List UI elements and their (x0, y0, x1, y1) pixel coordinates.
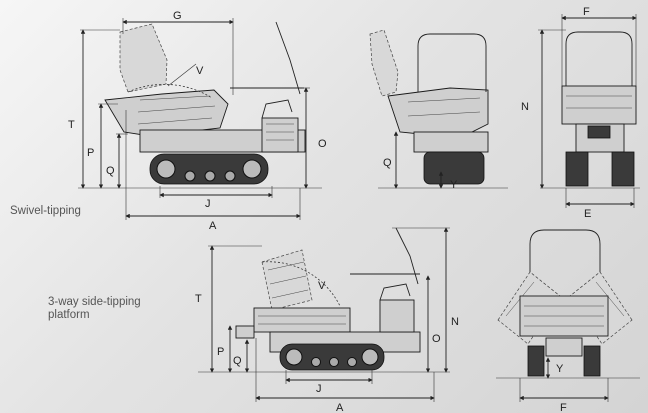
seat (261, 99, 293, 119)
label-O: O (318, 138, 327, 150)
handlebar (275, 21, 301, 95)
seat-bottom (379, 283, 411, 301)
top-side-view: G V T P Q O J A (68, 10, 327, 232)
label-J: J (205, 198, 211, 210)
raised-skip-rear (369, 29, 399, 97)
label-A-bottom: A (336, 402, 344, 413)
caption-side-line2: platform (48, 309, 90, 321)
track-right-bottom (583, 345, 601, 377)
label-F-bottom: F (560, 402, 567, 413)
label-G: G (173, 10, 182, 22)
rollbar-front (565, 31, 633, 94)
label-P: P (87, 147, 94, 159)
label-T-bottom: T (195, 293, 202, 305)
skip (104, 89, 229, 137)
skip-rear (387, 87, 489, 139)
engine-box (261, 117, 299, 153)
label-Q-bottom: Q (233, 355, 242, 367)
track-left (565, 151, 589, 187)
label-V-bottom: V (318, 280, 326, 292)
label-Y-rear: Y (450, 179, 458, 191)
tow-hitch (235, 325, 255, 339)
caption-side-tipping: 3-way side-tipping platform (48, 296, 141, 322)
engine-box-bottom (379, 299, 415, 333)
caption-swivel: Swivel-tipping (10, 205, 81, 217)
label-Q: Q (106, 165, 115, 177)
label-E: E (584, 208, 591, 220)
label-O-bottom: O (432, 333, 441, 345)
label-Y-bottom: Y (556, 363, 564, 375)
rollbar-bottom-front (529, 229, 601, 296)
label-F: F (583, 6, 590, 18)
rollbar-rear (417, 33, 487, 92)
label-Q-rear: Q (383, 157, 392, 169)
raised-skip (119, 23, 168, 93)
track-bottom (279, 343, 385, 371)
handlebar-bottom (395, 227, 419, 285)
skip-front (561, 85, 637, 125)
track-left-bottom (527, 345, 545, 377)
label-T: T (68, 119, 75, 131)
label-N-bottom: N (451, 316, 459, 328)
tipping-arc (127, 83, 213, 99)
bottom-side-view: T V P Q O N J A (195, 227, 459, 413)
label-V: V (196, 65, 204, 77)
label-P-bottom: P (217, 346, 224, 358)
platform (253, 307, 351, 333)
caption-side-line1: 3-way side-tipping (48, 296, 141, 308)
bottom-front-view: Y F (496, 229, 640, 413)
top-front-view: F N E (521, 6, 640, 220)
label-N: N (521, 101, 529, 113)
label-A: A (209, 220, 217, 232)
top-rear-view: Q Y (369, 29, 508, 191)
track (149, 153, 269, 185)
track-right (611, 151, 635, 187)
label-J-bottom: J (316, 383, 322, 395)
